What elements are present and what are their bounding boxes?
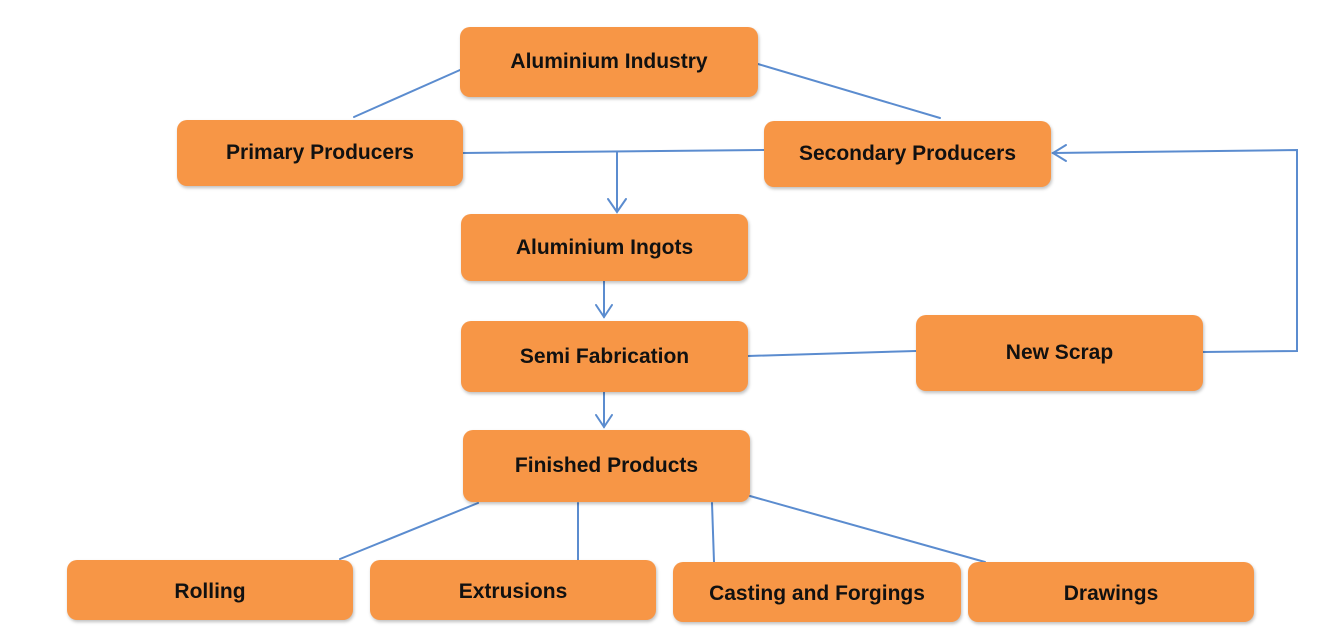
- node-primary-producers: Primary Producers: [177, 120, 463, 186]
- node-secondary-producers: Secondary Producers: [764, 121, 1051, 187]
- edge-scrap-secondary-arrowhead: [1051, 144, 1067, 162]
- node-rolling: Rolling: [67, 560, 353, 620]
- node-aluminium-ingots: Aluminium Ingots: [461, 214, 748, 281]
- edge-semi-scrap: [747, 350, 917, 357]
- node-extrusions: Extrusions: [370, 560, 656, 620]
- node-casting-and-forgings: Casting and Forgings: [673, 562, 961, 622]
- edge-semi-finished-arrowhead: [595, 414, 613, 429]
- node-semi-fabrication: Semi Fabrication: [461, 321, 748, 392]
- edge-finished-rolling: [339, 502, 479, 560]
- edge-scrap-loop: [1052, 148, 1298, 353]
- edge-primary-secondary: [462, 149, 765, 154]
- edge-industry-secondary: [757, 63, 941, 119]
- edge-industry-primary: [353, 69, 461, 118]
- edge-to-ingots-arrowhead: [607, 198, 627, 214]
- node-new-scrap: New Scrap: [916, 315, 1203, 391]
- node-drawings: Drawings: [968, 562, 1254, 622]
- node-aluminium-industry: Aluminium Industry: [460, 27, 758, 97]
- edge-finished-casting: [711, 502, 715, 563]
- node-finished-products: Finished Products: [463, 430, 750, 502]
- edge-ingots-semi-arrowhead: [595, 304, 613, 319]
- edge-finished-drawings: [749, 495, 986, 563]
